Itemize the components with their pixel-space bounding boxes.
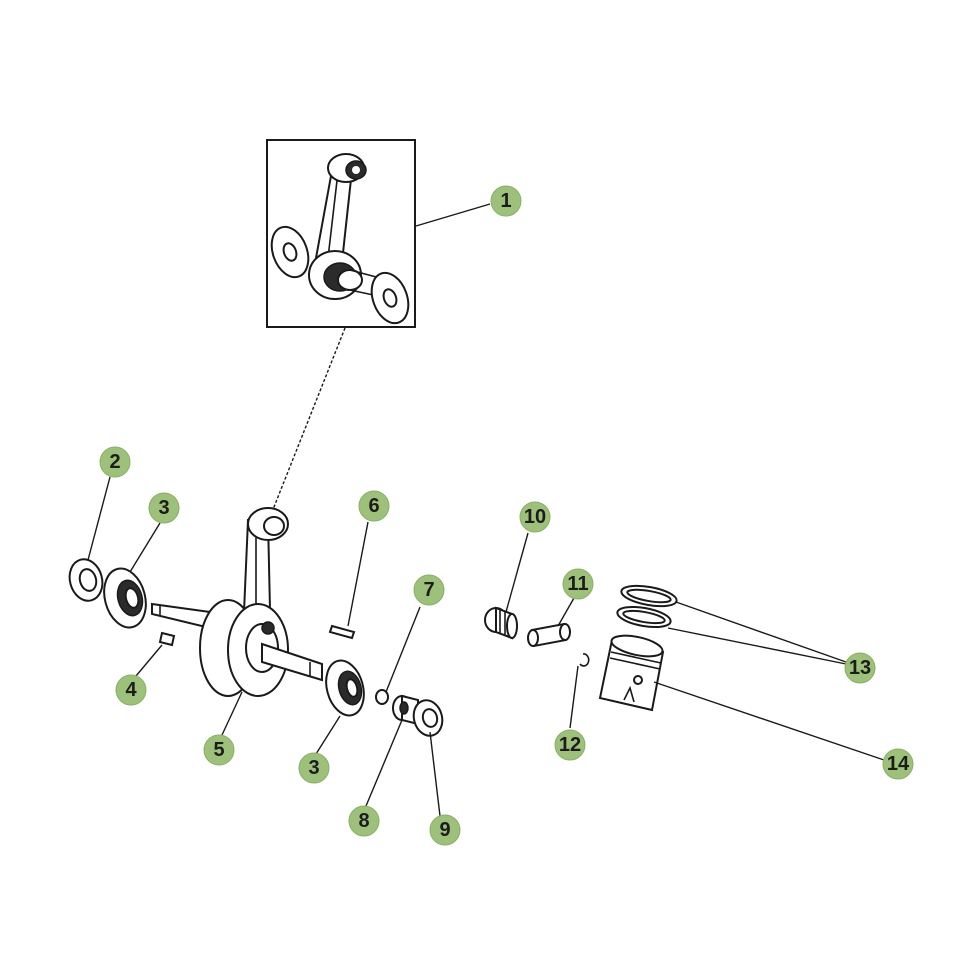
callout-3-right: 3 bbox=[298, 752, 330, 784]
svg-text:8: 8 bbox=[358, 810, 369, 832]
callout-7: 7 bbox=[413, 574, 445, 606]
svg-text:6: 6 bbox=[368, 495, 379, 517]
crankshaft bbox=[151, 507, 323, 697]
connecting-rod-inset bbox=[266, 139, 416, 328]
svg-text:4: 4 bbox=[125, 679, 137, 701]
svg-text:7: 7 bbox=[423, 579, 434, 601]
svg-text:9: 9 bbox=[439, 819, 450, 841]
callout-6: 6 bbox=[358, 490, 390, 522]
svg-text:3: 3 bbox=[308, 757, 319, 779]
svg-text:10: 10 bbox=[524, 506, 546, 528]
svg-text:11: 11 bbox=[567, 573, 588, 595]
woodruff-key bbox=[158, 631, 176, 647]
needle-cage bbox=[484, 606, 518, 640]
svg-text:12: 12 bbox=[559, 734, 581, 756]
callout-8: 8 bbox=[348, 805, 380, 837]
circlip bbox=[579, 653, 590, 667]
callout-14: 14 bbox=[882, 748, 914, 780]
piston-rings bbox=[616, 584, 678, 629]
callout-12: 12 bbox=[554, 729, 586, 761]
callout-13: 13 bbox=[844, 652, 876, 684]
svg-text:1: 1 bbox=[500, 190, 511, 212]
callout-4: 4 bbox=[115, 674, 147, 706]
callout-11: 11 bbox=[562, 568, 594, 600]
callout-5: 5 bbox=[203, 734, 235, 766]
inset-link-line bbox=[271, 327, 346, 513]
svg-text:13: 13 bbox=[849, 657, 871, 679]
leader-lines bbox=[87, 203, 885, 817]
callout-3-left: 3 bbox=[148, 492, 180, 524]
piston bbox=[598, 634, 665, 712]
piston-pin bbox=[527, 622, 571, 648]
svg-text:5: 5 bbox=[213, 739, 224, 761]
svg-text:14: 14 bbox=[887, 753, 910, 775]
oil-seal-right bbox=[412, 699, 444, 737]
bearing-left bbox=[103, 567, 147, 629]
callout-2: 2 bbox=[99, 446, 131, 478]
callout-9: 9 bbox=[429, 814, 461, 846]
oil-seal-left bbox=[68, 558, 104, 602]
callout-1: 1 bbox=[490, 185, 522, 217]
svg-text:3: 3 bbox=[158, 497, 169, 519]
shim-ring bbox=[375, 689, 389, 705]
small-key bbox=[328, 624, 356, 640]
callout-10: 10 bbox=[519, 501, 551, 533]
svg-text:2: 2 bbox=[109, 451, 120, 473]
bearing-right bbox=[325, 659, 365, 717]
